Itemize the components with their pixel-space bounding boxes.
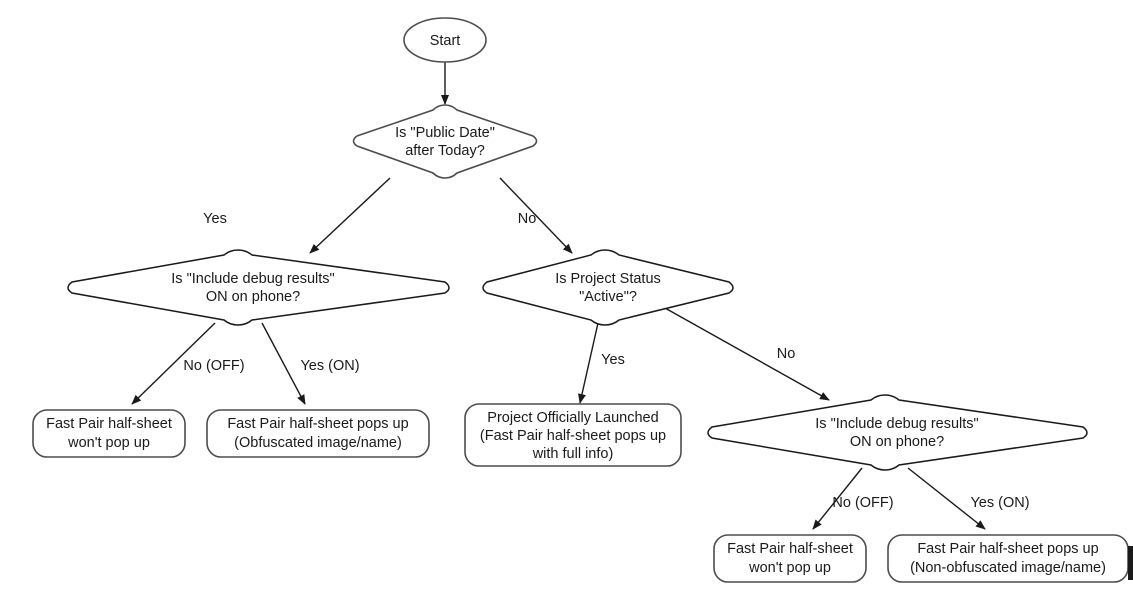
node-start-label: Start	[430, 33, 461, 49]
node-terminal-non-obfuscated-line2: (Non-obfuscated image/name)	[910, 560, 1106, 576]
node-decision-project-status-line2: "Active"?	[579, 289, 637, 305]
node-decision-debug-right-line2: ON on phone?	[850, 434, 944, 450]
node-decision-debug-right[interactable]: Is "Include debug results" ON on phone?	[707, 394, 1088, 471]
node-decision-project-status[interactable]: Is Project Status "Active"?	[482, 249, 734, 326]
edge-label-project-status-yes: Yes	[601, 352, 625, 368]
node-decision-debug-left-line1: Is "Include debug results"	[171, 271, 334, 287]
node-decision-public-date[interactable]: Is "Public Date" after Today?	[352, 104, 538, 179]
edge-project-status-no: No	[664, 307, 830, 401]
node-decision-public-date-line2: after Today?	[405, 143, 485, 159]
node-terminal-launched[interactable]: Project Officially Launched (Fast Pair h…	[464, 403, 682, 467]
node-terminal-no-popup-left-line1: Fast Pair half-sheet	[46, 416, 172, 432]
edge-label-public-date-yes: Yes	[203, 211, 227, 227]
node-terminal-no-popup-right-line1: Fast Pair half-sheet	[727, 541, 853, 557]
node-start[interactable]: Start	[403, 17, 487, 63]
edge-label-public-date-no: No	[518, 211, 537, 227]
node-decision-debug-right-line1: Is "Include debug results"	[815, 416, 978, 432]
edge-label-debug-right-off: No (OFF)	[832, 495, 893, 511]
edge-debug-left-off: No (OFF)	[131, 322, 245, 405]
node-terminal-non-obfuscated[interactable]: Fast Pair half-sheet pops up (Non-obfusc…	[887, 534, 1129, 583]
node-decision-debug-left-line2: ON on phone?	[206, 289, 300, 305]
node-terminal-obfuscated-line2: (Obfuscated image/name)	[234, 435, 402, 451]
edge-public-date-yes: Yes	[203, 177, 391, 254]
edge-label-debug-right-on: Yes (ON)	[970, 495, 1029, 511]
edge-project-status-yes: Yes	[578, 322, 625, 404]
edge-crop-artifact	[1128, 546, 1133, 580]
node-terminal-obfuscated-line1: Fast Pair half-sheet pops up	[227, 416, 408, 432]
node-decision-debug-left[interactable]: Is "Include debug results" ON on phone?	[67, 249, 450, 326]
node-terminal-launched-line1: Project Officially Launched	[487, 410, 658, 426]
node-terminal-launched-line2: (Fast Pair half-sheet pops up	[480, 428, 666, 444]
node-terminal-obfuscated[interactable]: Fast Pair half-sheet pops up (Obfuscated…	[206, 409, 430, 458]
edge-debug-right-off: No (OFF)	[812, 467, 894, 530]
node-decision-project-status-line1: Is Project Status	[555, 271, 661, 287]
node-terminal-no-popup-right-line2: won't pop up	[748, 560, 831, 576]
edge-debug-left-on: Yes (ON)	[261, 322, 360, 405]
edge-label-project-status-no: No	[777, 346, 796, 362]
node-terminal-no-popup-left[interactable]: Fast Pair half-sheet won't pop up	[32, 409, 186, 458]
node-terminal-launched-line3: with full info)	[532, 446, 614, 462]
node-terminal-non-obfuscated-line1: Fast Pair half-sheet pops up	[917, 541, 1098, 557]
edge-label-debug-left-off: No (OFF)	[183, 358, 244, 374]
edge-label-debug-left-on: Yes (ON)	[300, 358, 359, 374]
edge-public-date-no: No	[499, 177, 573, 254]
node-decision-public-date-line1: Is "Public Date"	[395, 125, 495, 141]
node-terminal-no-popup-right[interactable]: Fast Pair half-sheet won't pop up	[713, 534, 867, 583]
edge-debug-right-on: Yes (ON)	[907, 467, 1030, 530]
node-terminal-no-popup-left-line2: won't pop up	[67, 435, 150, 451]
